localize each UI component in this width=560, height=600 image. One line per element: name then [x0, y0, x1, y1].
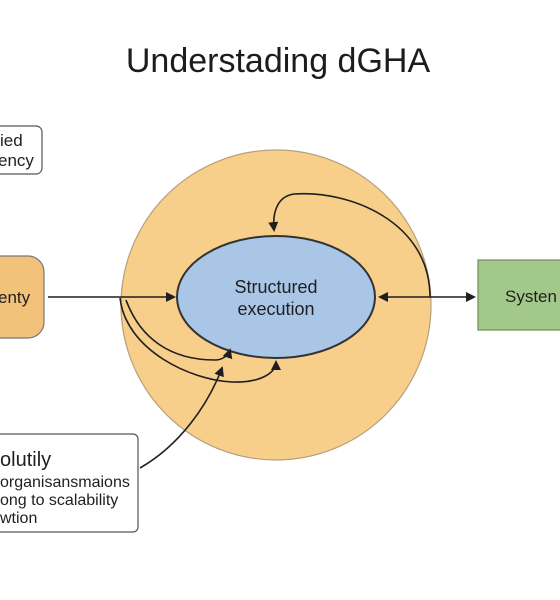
arrow-left-loop-inner	[125, 299, 233, 361]
left-box	[0, 255, 45, 339]
center-label-line-1: Structured	[234, 277, 317, 297]
top-left-box	[0, 125, 43, 175]
bottom-left-title: olutily	[0, 449, 51, 471]
right-box-label: Systen	[505, 287, 557, 306]
bottom-left-line-1: organisansmaions	[0, 474, 130, 491]
right-box	[477, 259, 560, 331]
diagram-title: Understading dGHA	[126, 42, 431, 80]
left-box-label: enty	[0, 288, 31, 307]
arrow-note-to-center	[139, 366, 224, 469]
arrow-loop-top	[268, 192, 431, 298]
top-left-label-line-1: ied	[0, 131, 23, 150]
top-left-label-line-2: ency	[0, 151, 34, 170]
center-ellipse	[176, 235, 376, 359]
bottom-left-line-2: ong to scalability	[0, 492, 118, 509]
bottom-left-line-3: wtion	[0, 510, 37, 527]
bottom-left-box	[0, 433, 139, 533]
center-label-line-2: execution	[237, 299, 314, 319]
